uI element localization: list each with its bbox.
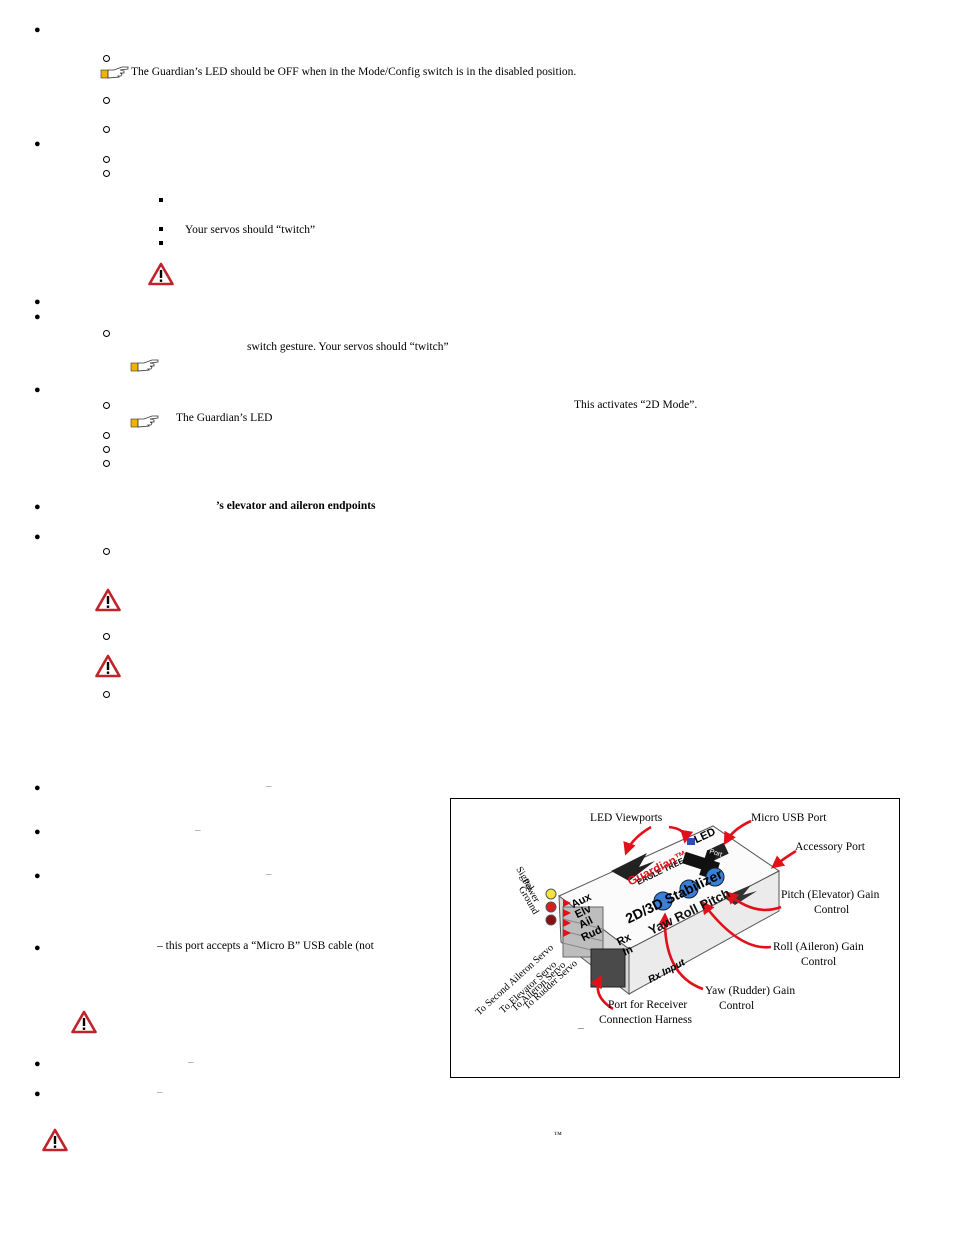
pitch-knob <box>705 867 725 887</box>
bullet: ● <box>34 782 41 794</box>
bullet: ● <box>34 942 41 954</box>
bullet: ● <box>34 1058 41 1070</box>
sub-bullet <box>103 633 110 640</box>
dash: – <box>266 868 272 880</box>
trademark-symbol: ™ <box>554 1130 562 1139</box>
dash: – <box>266 780 272 792</box>
sub-bullet <box>103 460 110 467</box>
activates-2d-text: This activates “2D Mode”. <box>574 399 698 411</box>
usb-port-description: – this port accepts a “Micro B” USB cabl… <box>157 940 374 952</box>
sub-bullet <box>103 446 110 453</box>
bullet: ● <box>34 1088 41 1100</box>
sub-bullet <box>103 548 110 555</box>
dash: – <box>157 1086 163 1098</box>
sub-bullet <box>103 126 110 133</box>
roll-gain-label-line2: Control <box>801 956 837 968</box>
sub-bullet <box>103 691 110 698</box>
pointing-hand-icon <box>100 66 129 79</box>
led-off-note: The Guardian’s LED should be OFF when in… <box>131 66 577 78</box>
ground-dot <box>545 914 557 926</box>
bullet: ● <box>34 826 41 838</box>
guardian-diagram-figure: LED EAGLE TREE Guardian™ 2D/3D Stabilize… <box>450 798 900 1078</box>
pointing-hand-icon <box>130 359 159 372</box>
guardian-device-illustration <box>545 819 797 1011</box>
warning-icon <box>71 1010 97 1034</box>
yaw-knob <box>653 891 673 911</box>
guardian-led-text: The Guardian’s LED <box>176 412 273 424</box>
sub-bullet <box>103 432 110 439</box>
servos-twitch-text: Your servos should “twitch” <box>185 224 316 236</box>
bullet: ● <box>34 296 41 308</box>
roll-gain-label-line1: Roll (Aileron) Gain <box>773 941 864 953</box>
switch-gesture-text: switch gesture. Your servos should “twit… <box>247 341 449 353</box>
figure-caption-dash: – <box>578 1022 584 1034</box>
dash: – <box>195 824 201 836</box>
sub-bullet <box>103 55 110 62</box>
bullet: ● <box>34 24 41 36</box>
sub-bullet <box>103 402 110 409</box>
bullet: ● <box>34 531 41 543</box>
micro-usb-port-label: Micro USB Port <box>751 812 827 824</box>
bullet: ● <box>34 311 41 323</box>
bullet: ● <box>34 501 41 513</box>
sub-bullet <box>103 170 110 177</box>
dash: – <box>188 1056 194 1068</box>
sub-bullet <box>103 156 110 163</box>
power-dot <box>545 901 557 913</box>
led-viewports-label: LED Viewports <box>590 812 663 824</box>
bullet: ● <box>34 870 41 882</box>
warning-icon <box>95 654 121 678</box>
rx-port-label-line2: Connection Harness <box>599 1014 692 1026</box>
pointing-hand-icon <box>130 415 159 428</box>
warning-icon <box>42 1128 68 1152</box>
warning-icon <box>148 262 174 286</box>
signal-dot <box>545 888 557 900</box>
accessory-port-label: Accessory Port <box>795 841 865 853</box>
sub-bullet <box>103 330 110 337</box>
pitch-gain-label-line2: Control <box>814 904 850 916</box>
rx-port-label-line1: Port for Receiver <box>608 999 688 1011</box>
square-bullet <box>159 198 163 202</box>
bullet: ● <box>34 138 41 150</box>
square-bullet <box>159 241 163 245</box>
yaw-gain-label-line1: Yaw (Rudder) Gain <box>705 985 796 997</box>
sub-bullet <box>103 97 110 104</box>
endpoints-heading: ’s elevator and aileron endpoints <box>216 500 376 512</box>
square-bullet <box>159 227 163 231</box>
servo-header-pins <box>562 906 626 988</box>
callout-arrows <box>590 819 797 1011</box>
bullet: ● <box>34 384 41 396</box>
warning-icon <box>95 588 121 612</box>
roll-knob <box>679 879 699 899</box>
pitch-gain-label-line1: Pitch (Elevator) Gain <box>781 889 880 901</box>
yaw-gain-label-line2: Control <box>719 1000 755 1012</box>
